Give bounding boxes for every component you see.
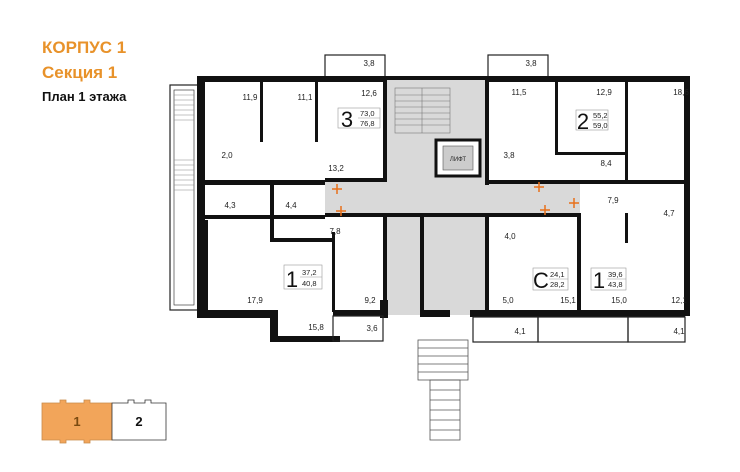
room-area: 11,5 [512,88,528,97]
room-area: 3,6 [366,324,378,333]
living-area: 37,2 [302,268,317,277]
living-area: 55,2 [593,111,608,120]
walls [197,76,690,342]
room-area: 15,8 [308,323,324,332]
room-count: 2 [577,109,589,134]
room-area: 3,8 [363,59,375,68]
evacuation-arrow-icons [332,182,579,216]
section-2-button[interactable]: 2 [111,399,167,441]
apartment-1-room-left[interactable]: 17,9 7,8 9,2 15,8 3,6 1 37,2 40,8 [247,227,378,333]
room-area: 12,6 [361,89,377,98]
room-count: С [533,268,549,293]
room-area: 15,0 [611,296,627,305]
room-area: 5,0 [502,296,514,305]
room-area: 17,9 [247,296,263,305]
room-area: 4,3 [224,201,236,210]
room-area: 7,9 [607,196,619,205]
room-area: 12,9 [596,88,612,97]
room-area: 4,1 [514,327,526,336]
section-title: Секция 1 [42,63,118,82]
apartment-2-room[interactable]: 11,5 12,9 18,6 3,8 8,4 2 55,2 59,0 [503,88,689,168]
living-area: 39,6 [608,270,623,279]
lift: ЛИФТ [434,138,482,178]
entrance-steps [417,339,469,441]
room-area: 13,2 [328,164,344,173]
living-area: 24,1 [550,270,565,279]
total-area: 76,8 [360,119,375,128]
room-area: 3,8 [525,59,537,68]
section-label: 1 [73,414,80,429]
room-area: 4,7 [663,209,675,218]
lift-label: ЛИФТ [450,157,466,163]
balcony [627,316,686,343]
floor-plan-title: План 1 этажа [42,89,127,104]
room-area: 9,2 [364,296,376,305]
room-area: 4,0 [504,232,516,241]
room-area: 12,1 [671,296,687,305]
total-area: 43,8 [608,280,623,289]
room-area: 11,9 [243,93,259,102]
room-area: 4,4 [285,201,297,210]
common-corridor [325,80,580,315]
staircase [394,87,451,134]
room-area: 8,4 [600,159,612,168]
section-1-button[interactable]: 1 [41,399,113,444]
balcony [332,315,384,342]
total-area: 40,8 [302,279,317,288]
room-area: 18,6 [673,88,689,97]
apartment-3-room[interactable]: 11,9 11,1 12,6 13,2 2,0 4,3 4,4 3 73,0 7… [221,89,381,210]
room-area: 4,1 [673,327,685,336]
total-area: 59,0 [593,121,608,130]
room-area: 11,1 [298,93,314,102]
room-count: 1 [593,268,605,293]
left-terrace [169,84,199,311]
building-title: КОРПУС 1 [42,38,127,57]
room-area: 15,1 [560,296,576,305]
room-count: 3 [341,107,353,132]
balcony [472,316,539,343]
apartment-studio[interactable]: 4,0 5,0 15,1 4,1 С 24,1 28,2 [502,232,576,336]
room-area: 2,0 [221,151,233,160]
room-area: 3,8 [503,151,515,160]
room-area: 7,8 [329,227,341,236]
room-count: 1 [286,267,298,292]
living-area: 73,0 [360,109,375,118]
total-area: 28,2 [550,280,565,289]
section-label: 2 [135,414,142,429]
loggia [537,316,629,343]
apartment-1-room-right[interactable]: 7,9 4,7 15,0 12,1 4,1 1 39,6 43,8 [590,196,687,336]
